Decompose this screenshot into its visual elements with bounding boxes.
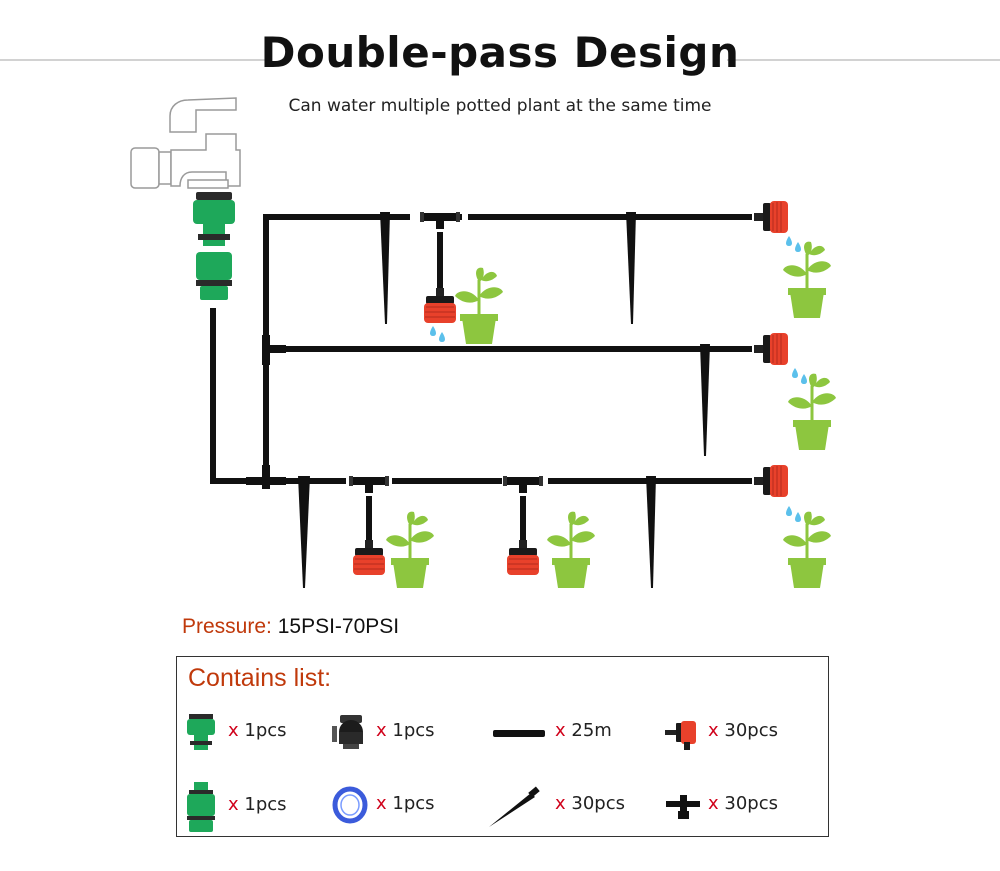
quick-connector-icon	[196, 252, 232, 300]
qty-value: 30pcs	[724, 793, 778, 814]
drip-hose-icon	[493, 730, 545, 737]
adjustable-dripper-icon	[753, 332, 789, 366]
qty-value: 1pcs	[392, 793, 435, 814]
list-item: x 30pcs	[664, 712, 804, 752]
qty-value: 1pcs	[244, 720, 287, 741]
tee-connector-icon	[666, 795, 700, 819]
qty-mark: x	[376, 720, 387, 741]
qty-mark: x	[555, 793, 566, 814]
blue-seal-ring-icon	[332, 786, 368, 824]
title-rule-right	[727, 59, 1000, 61]
list-item: x 1pcs	[330, 712, 460, 752]
qty-mark: x	[708, 793, 719, 814]
adjustable-dripper-icon	[423, 287, 457, 324]
pressure-label: Pressure:	[182, 615, 272, 638]
qty-value: 1pcs	[244, 794, 287, 815]
adjustable-dripper-icon	[753, 464, 789, 498]
tee-connector-icon	[503, 476, 543, 493]
qty-mark: x	[376, 793, 387, 814]
qty-mark: x	[555, 720, 566, 741]
qty-mark: x	[228, 720, 239, 741]
tee-connector-icon	[349, 476, 389, 493]
qty-value: 1pcs	[392, 720, 435, 741]
pressure-spec: Pressure: 15PSI-70PSI	[182, 615, 399, 639]
list-item: x 30pcs	[664, 785, 804, 825]
page-subtitle: Can water multiple potted plant at the s…	[288, 96, 712, 116]
list-item: x 25m	[491, 712, 631, 752]
list-item: x 30pcs	[487, 785, 637, 831]
list-item: x 1pcs	[186, 780, 306, 836]
contents-list-title: Contains list:	[188, 664, 332, 692]
ground-stake-icon	[489, 786, 540, 827]
potted-plant-icon	[781, 510, 833, 590]
tee-connector-icon	[262, 335, 286, 365]
water-drop-icon	[786, 236, 801, 252]
adjustable-dripper-icon	[753, 200, 789, 234]
potted-plant-icon	[781, 240, 833, 320]
faucet-icon	[130, 97, 241, 189]
water-drop-icon	[786, 506, 801, 522]
tap-connector-icon	[193, 192, 235, 246]
qty-value: 25m	[571, 720, 612, 741]
title-rule-left	[0, 59, 272, 61]
qty-mark: x	[708, 720, 719, 741]
list-item: x 1pcs	[186, 712, 306, 752]
tap-adapter-icon	[332, 715, 363, 749]
drip-tubing	[210, 214, 752, 540]
potted-plant-icon	[384, 510, 436, 590]
potted-plant-icon	[453, 266, 505, 346]
qty-value: 30pcs	[724, 720, 778, 741]
page-title: Double-pass Design	[260, 28, 740, 77]
adjustable-dripper-icon	[506, 539, 540, 576]
qty-value: 30pcs	[571, 793, 625, 814]
contents-list-box	[176, 656, 829, 837]
tee-connector-icon	[246, 465, 286, 489]
quick-connector-icon	[187, 782, 215, 832]
pressure-value: 15PSI-70PSI	[277, 615, 400, 638]
list-item: x 1pcs	[330, 785, 460, 825]
tee-connector-icon	[420, 212, 460, 229]
water-drop-icon	[430, 326, 445, 342]
adjustable-dripper-icon	[665, 721, 696, 750]
ground-stake-icon	[298, 212, 710, 588]
adjustable-dripper-icon	[352, 539, 386, 576]
hose-tap-connector-icon	[187, 714, 215, 750]
potted-plant-icon	[786, 372, 838, 452]
potted-plant-icon	[545, 510, 597, 590]
water-drop-icon	[792, 368, 807, 384]
qty-mark: x	[228, 794, 239, 815]
